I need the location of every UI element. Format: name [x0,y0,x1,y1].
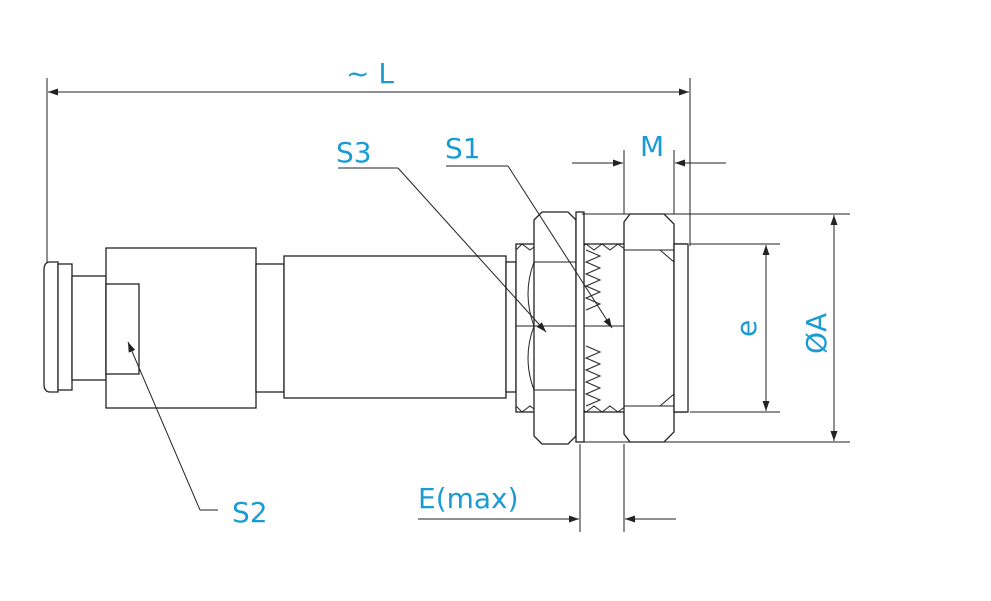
rear-cap [43,261,107,393]
emax-label: E(max) [418,482,519,515]
leader-s1 [446,165,613,329]
length-dimension [46,78,691,262]
diameter-dimension [582,213,850,443]
s3-label: S3 [336,136,372,169]
length-label: ~ L [346,57,394,90]
rear-nut [527,211,577,445]
sensor-tube [283,255,517,399]
leader-s3 [338,167,547,333]
diameter-label: ØA [800,313,833,354]
emax-dimension [418,444,676,532]
m-label: M [640,130,664,163]
s2-label: S2 [232,496,268,529]
m-dimension [572,150,726,214]
s1-label: S1 [445,132,481,165]
e-dimension [690,243,780,413]
leader-s2 [127,341,218,511]
gland-body [105,247,285,409]
washer [575,211,585,443]
front-nut [623,213,675,443]
e-label: e [730,320,763,337]
front-tip [673,243,689,413]
